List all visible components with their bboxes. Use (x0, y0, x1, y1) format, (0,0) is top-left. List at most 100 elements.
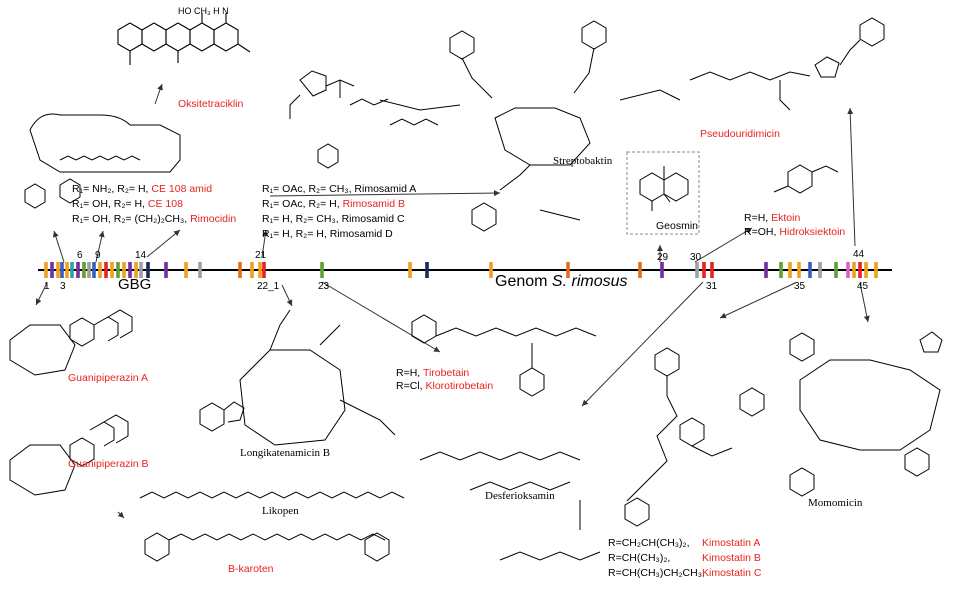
structure-pseudouridimicin (689, 17, 885, 111)
gene-mark (660, 262, 664, 278)
rimosamid-name: Rimosamid B (342, 198, 406, 210)
gene-mark (852, 262, 856, 278)
structure-ektoin (773, 164, 839, 194)
desferioksamin-label: Desferioksamin (485, 490, 555, 502)
ce-rgroup-name: CE 108 (147, 198, 183, 210)
gene-mark (250, 262, 254, 278)
gene-mark (638, 262, 642, 278)
tirobetain-name: Klorotirobetain (425, 380, 494, 392)
structure-streptobaktin (379, 20, 681, 232)
gene-mark (797, 262, 801, 278)
genome-title-prefix: Genom (495, 273, 548, 290)
gene-mark (808, 262, 812, 278)
gene-mark (98, 262, 102, 278)
gene-mark (425, 262, 429, 278)
guanipiperazin-b-label: Guanipiperazin B (68, 458, 149, 470)
gene-marks (44, 262, 878, 278)
structure-likopen (139, 491, 405, 499)
ektoin-name: Ektoin (771, 212, 801, 224)
rimosamid-rest: ₁= OAc, R₂= CH₃, Rimosamid A (269, 183, 417, 195)
ektoin-r: R=H, (744, 212, 769, 224)
structure-geosmin (639, 166, 689, 211)
rimosamid-line: R₁= OAc, R₂= CH₃, Rimosamid A (262, 183, 416, 195)
tirobetain-r: R=H, (396, 367, 421, 379)
gene-mark (116, 262, 120, 278)
gene-mark (110, 262, 114, 278)
kimostatin-name: Kimostatin A (702, 537, 761, 549)
tirobetain-name: Tirobetain (422, 367, 470, 379)
ektoin-name: Hidroksiektoin (779, 226, 846, 238)
structure-desferioksamin (419, 451, 601, 561)
gene-mark (50, 262, 54, 278)
gene-mark (70, 262, 74, 278)
gene-mark (834, 262, 838, 278)
ce-rgroup-name: CE 108 amid (151, 183, 213, 195)
gene-number: 44 (853, 249, 865, 260)
gene-number: 30 (690, 252, 702, 263)
tirobetain-line: R=H, Tirobetain (396, 367, 469, 379)
tirobetain-line: R=Cl, Klorotirobetain (396, 380, 493, 392)
gene-mark (408, 262, 412, 278)
rimosamid-r: R (262, 198, 270, 210)
structure-tirobetain (411, 314, 597, 397)
guanipiperazin-a-label: Guanipiperazin A (68, 372, 148, 384)
gene-number: 1 (44, 281, 50, 292)
geosmin-label: Geosmin (656, 220, 699, 232)
gene-mark (566, 262, 570, 278)
gene-mark (710, 262, 714, 278)
tirobetain-r: R=Cl, (396, 380, 423, 392)
oksitetraciklin-label: Oksitetraciklin (178, 98, 244, 110)
kimostatin-r: R=CH(CH₃)CH₂CH₃, (608, 567, 705, 579)
gene-number: 6 (77, 250, 83, 261)
ektoin-r: R=OH, (744, 226, 777, 238)
gene-number: 21 (255, 250, 267, 261)
kimostatin-line: R=CH(CH₃)CH₂CH₃, (608, 567, 705, 579)
b-karoten-label: B-karoten (228, 563, 274, 575)
ce-rgroup-name: Rimocidin (190, 213, 237, 225)
structure-rimocidin (24, 113, 181, 209)
gene-number: 14 (135, 250, 147, 261)
structure-b-karoten (144, 532, 390, 562)
kimostatin-line: R=CH(CH₃)₂, (608, 552, 670, 564)
genome-title: Genom S. rimosus (495, 273, 628, 290)
gene-number: 9 (95, 250, 101, 261)
structure-oksitetraciklin (117, 13, 251, 65)
gene-mark (320, 262, 324, 278)
gene-mark (128, 262, 132, 278)
gene-mark (122, 262, 126, 278)
ce-rgroup-text: R₁= OH, R₂= (CH₂)₂CH₃, (72, 213, 188, 225)
rimosamid-line: R₁= OAc, R₂= H, Rimosamid B (262, 198, 405, 210)
gene-mark (846, 262, 850, 278)
rimosamid-line: R₁= H, R₂= H, Rimosamid D (262, 228, 393, 240)
gene-number: 23 (318, 281, 330, 292)
gene-mark (258, 262, 262, 278)
gene-mark (864, 262, 868, 278)
gene-mark (184, 262, 188, 278)
gene-mark (858, 262, 862, 278)
structure-guanipiperazin-b (9, 414, 129, 496)
rimosamid-r: R (262, 213, 270, 225)
rimosamid-r: R (262, 228, 270, 240)
gene-mark (87, 262, 91, 278)
kimostatin-name: Kimostatin C (702, 567, 762, 579)
gene-number: 3 (60, 281, 66, 292)
kimostatin-line: R=CH₂CH(CH₃)₂, (608, 537, 690, 549)
geosmin-box (626, 151, 700, 235)
gene-mark (134, 262, 138, 278)
gene-mark (238, 262, 242, 278)
gene-mark (92, 262, 96, 278)
kimostatin-r: R=CH(CH₃)₂, (608, 552, 671, 564)
gene-number: 29 (657, 252, 669, 263)
genome-title-species: S. rimosus (551, 273, 628, 290)
kimostatin-name: Kimostatin B (702, 552, 761, 564)
gene-mark (44, 262, 48, 278)
momomicin-label: Momomicin (808, 497, 863, 509)
structure-longikatenamicin (199, 309, 396, 446)
gbg-label: GBG (118, 276, 152, 293)
gene-number: 31 (706, 281, 718, 292)
arrows (35, 83, 870, 519)
longikatenamicin-label: Longikatenamicin B (240, 447, 331, 459)
ce-rgroup-text: R₁= OH, R₂= H, (72, 198, 145, 210)
gene-mark (702, 262, 706, 278)
